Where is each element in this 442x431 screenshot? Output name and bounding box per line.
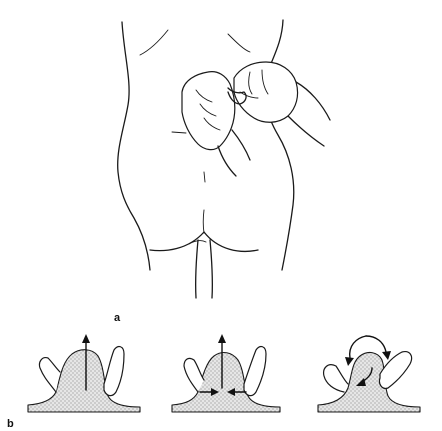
left-hand: [182, 72, 235, 150]
pull-up-arrowhead-1: [82, 334, 90, 343]
torso-left-outline: [118, 22, 150, 270]
waist-crease: [172, 132, 186, 133]
panel-a-label: a: [114, 313, 120, 324]
torso-right-outline: [264, 20, 294, 270]
roll-arrowhead-right: [382, 351, 391, 360]
thumb-step-3: [324, 365, 348, 392]
fingers-step-2: [244, 347, 266, 396]
fingers-step-3: [379, 352, 411, 389]
scapula-right: [228, 34, 250, 52]
roll-arrow-right: [366, 336, 386, 352]
skinfold-step-2: [172, 334, 280, 412]
fingers-step-1: [104, 347, 124, 396]
leg-inner-left: [196, 240, 198, 298]
leg-inner-right: [210, 240, 212, 298]
roll-arrowhead-left: [345, 357, 354, 366]
thumb-step-1: [39, 358, 60, 392]
spine-line: [204, 172, 205, 182]
skinfold-step-3: [318, 336, 420, 412]
scapula-left: [140, 30, 168, 55]
panel-b-skinfold-sequence: [28, 334, 420, 412]
examiner-hands: [182, 62, 330, 176]
panel-b-label: b: [7, 419, 14, 430]
buttock-cleft: [203, 210, 204, 233]
pull-up-arrowhead-2: [218, 334, 226, 343]
buttock-right: [204, 232, 258, 251]
skinfold-step-1: [28, 334, 140, 412]
panel-a-torso-drawing: [118, 20, 330, 298]
